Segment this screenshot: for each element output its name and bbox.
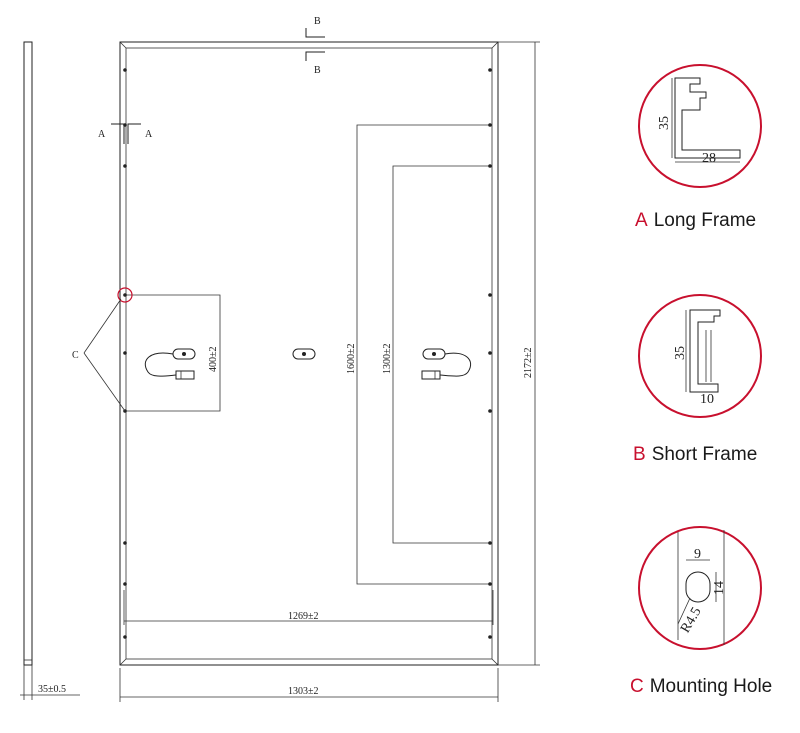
caption-title-c: Mounting Hole [649,676,773,697]
mounting-hole-callout: C [72,287,133,412]
section-a-label-left: A [98,129,106,140]
caption-letter-c: C [630,676,644,697]
detail-b-dim-height: 35 [673,346,688,360]
panel-frame [119,41,499,666]
detail-a-dim-height: 35 [657,116,672,130]
caption-letter-b: B [633,444,646,465]
detail-c-dim-height: 14 [712,581,727,595]
section-a-label-right: A [145,129,153,140]
caption-letter-a: A [635,210,648,231]
section-a-marker: A A [98,123,153,144]
dim-total-length: 2172±2 [523,348,534,379]
detail-a-dim-width: 28 [702,151,716,166]
dim-inner-width: 1269±2 [288,611,319,622]
detail-a-long-frame: 35 28 [638,64,762,188]
dim-mount-400: 400±2 [208,347,219,373]
section-b-label-top: B [314,16,321,27]
detail-c-dim-radius: R4.5 [678,605,704,636]
dim-mount-1600: 1600±2 [346,344,357,375]
detail-c-mounting-hole: 9 14 R4.5 [638,526,762,650]
junction-box-center [292,348,316,360]
detail-c-dim-width: 9 [694,547,701,562]
caption-title-a: Long Frame [653,210,757,231]
dim-frame-depth: 35±0.5 [38,684,66,695]
section-b-marker: B B [305,16,325,76]
frame-holes [123,68,492,639]
caption-title-b: Short Frame [651,444,758,465]
dim-mount-1300: 1300±2 [382,344,393,375]
detail-b-dim-width: 10 [700,392,714,407]
mount-brackets [119,41,540,702]
junction-box-left [144,348,196,380]
dim-total-width: 1303±2 [288,686,319,697]
side-view: 35±0.5 [20,41,80,700]
detail-b-short-frame: 35 10 [638,294,762,418]
mount-label: C [72,350,79,361]
section-b-label-bottom: B [314,65,321,76]
junction-box-right [421,348,472,380]
